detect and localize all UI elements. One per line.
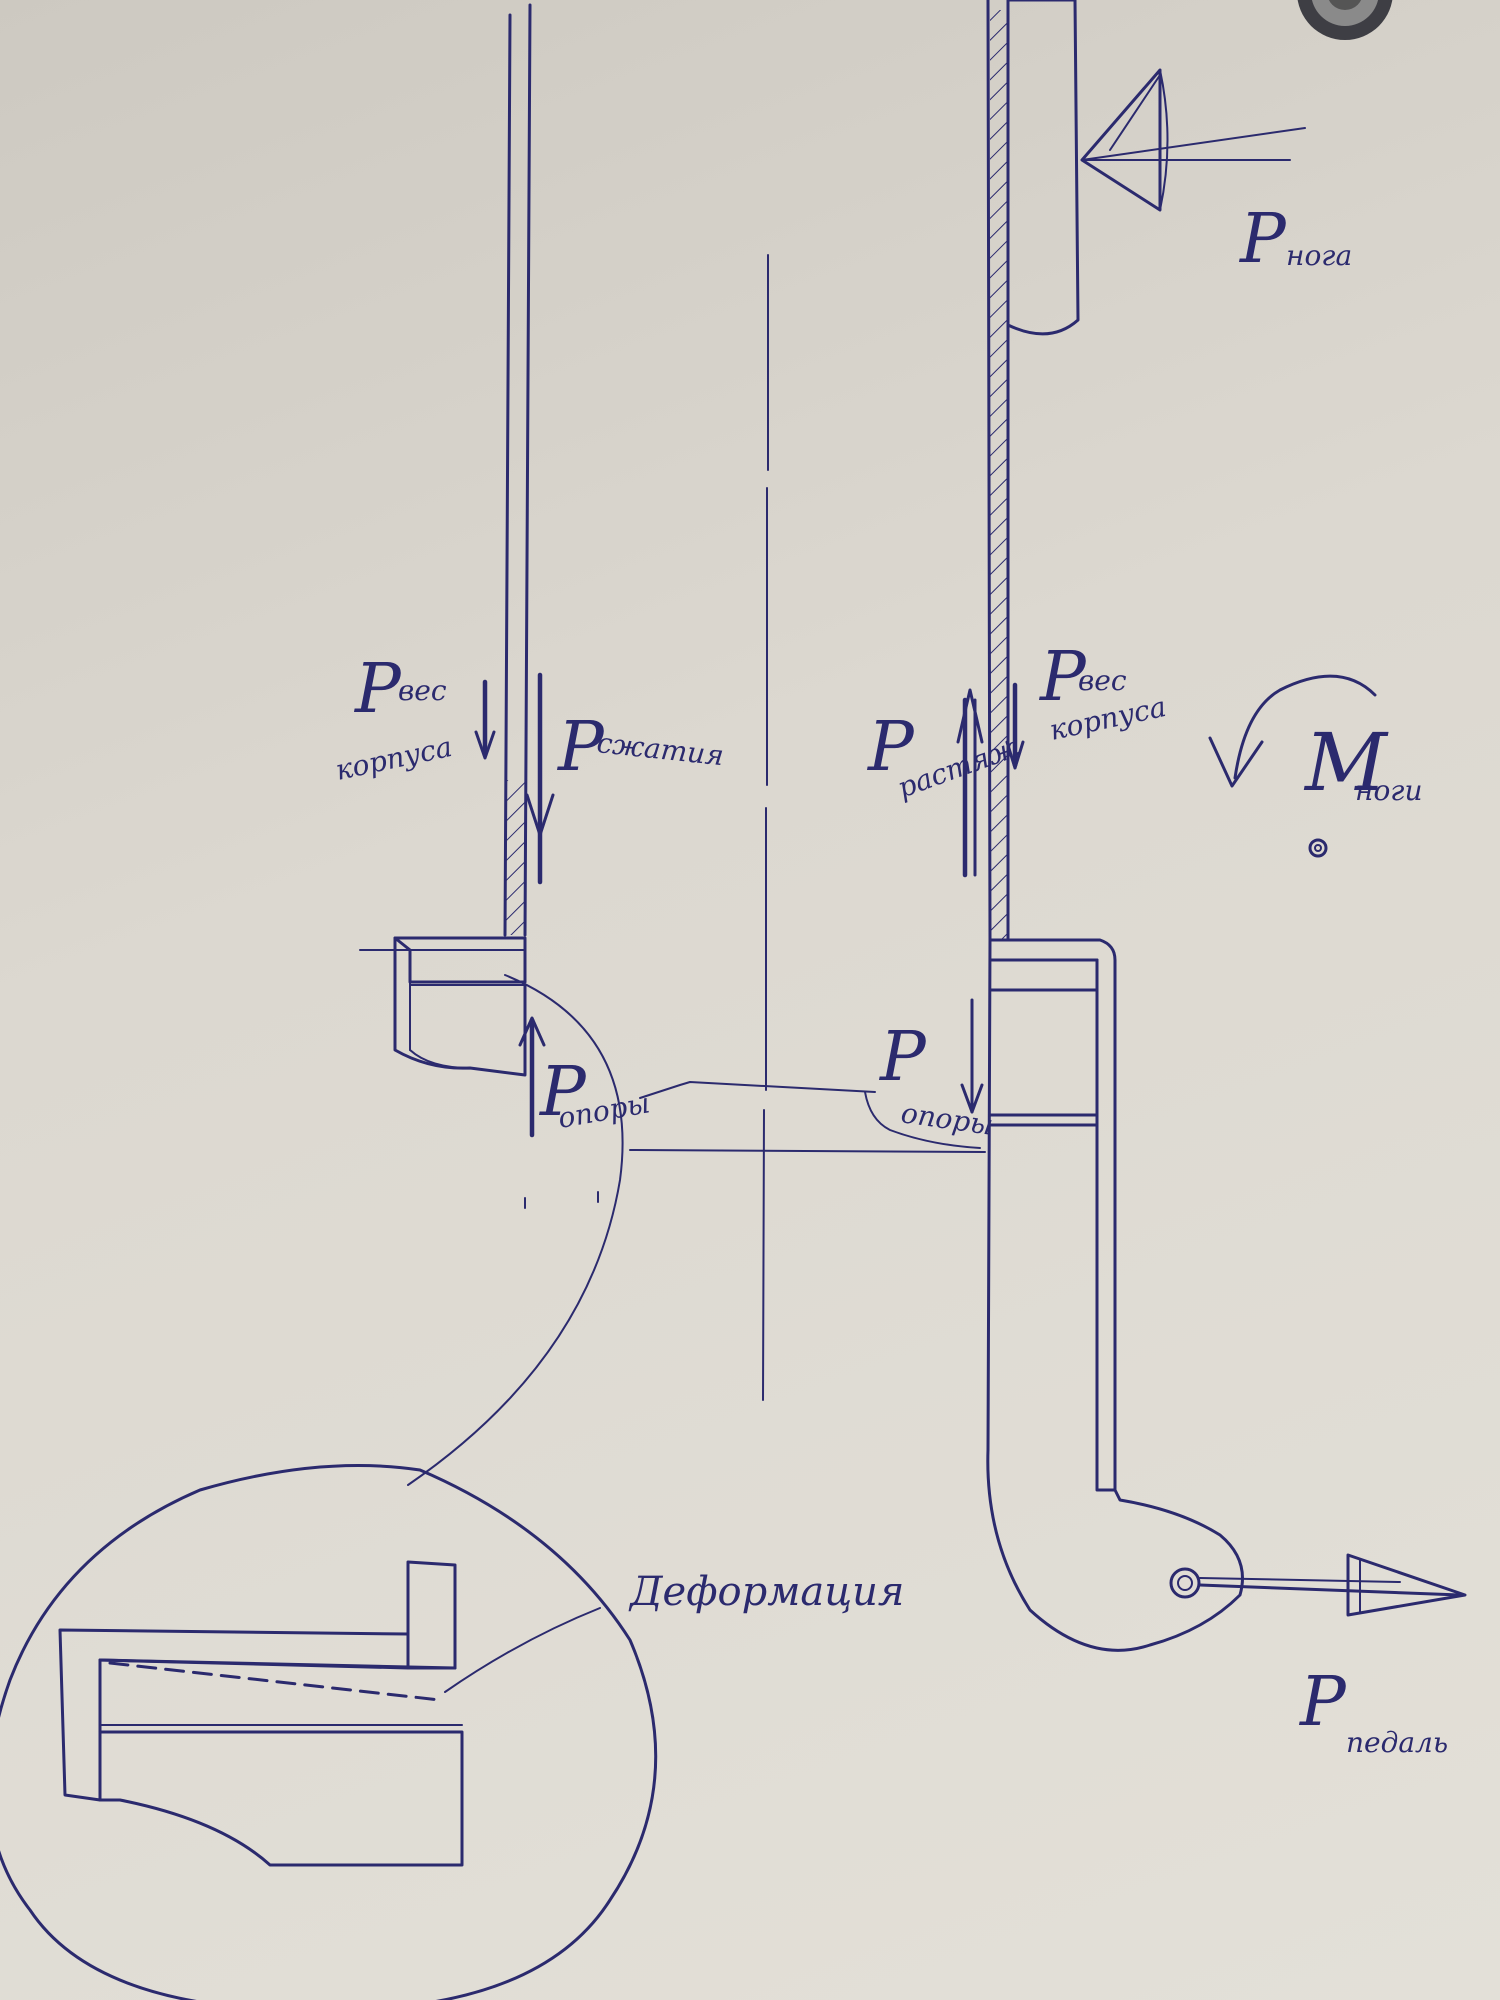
corner-logo-fragment: [1297, 0, 1393, 40]
center-axis-line: [762, 254, 769, 1401]
foot-force-cone: [1080, 68, 1306, 212]
label-p-ves-right-sub-top: вес: [1078, 664, 1127, 697]
label-p-noga-main: P: [1238, 200, 1287, 279]
label-p-pedal-sub: педаль: [1346, 1726, 1448, 1759]
left-tube-wall: [503, 3, 532, 937]
label-p-ves-right-main: P: [1038, 638, 1087, 717]
compression-force-arrow: [525, 672, 555, 885]
label-p-opory-left-main: P: [538, 1053, 587, 1132]
right-body-weight-arrow: [1005, 682, 1025, 770]
right-support-force-arrow: [960, 998, 984, 1114]
right-lever-arm: [986, 938, 1244, 1652]
label-p-ves-left-sub-bottom: корпуса: [333, 730, 455, 787]
label-p-ves-left-main: P: [353, 650, 402, 729]
label-p-ves-left-sub-top: вес: [398, 674, 447, 707]
tension-force-arrow: [956, 688, 984, 878]
label-m-nogi-main: M: [1303, 716, 1389, 809]
ground-line-sketch: [629, 1081, 986, 1153]
label-p-noga-sub: нога: [1286, 239, 1352, 272]
left-support-force-arrow: [518, 1016, 546, 1138]
label-m-nogi-sub: ноги: [1355, 774, 1422, 807]
left-flange: [359, 936, 527, 1077]
detail-enlargement: [0, 1464, 658, 2000]
pedal-force-arrow: [1198, 1553, 1467, 1617]
label-p-szhatiya-main: P: [556, 708, 605, 787]
label-p-opory-right-main: P: [878, 1018, 927, 1097]
moment-curved-arrow: [1208, 674, 1377, 858]
detail-callout-leader: [407, 974, 624, 1486]
tick-marks: [524, 1191, 599, 1209]
label-p-opory-right-sub: опоры: [899, 1096, 995, 1142]
pedal-pin: [1169, 1567, 1201, 1599]
right-tube-wall: [986, 0, 1010, 942]
label-p-rastyazh-main: P: [866, 708, 915, 787]
label-p-szhatiya-sub: сжатия: [595, 726, 725, 772]
label-deformation: Деформация: [628, 1569, 904, 1615]
foot-pad-block: [1006, 0, 1080, 336]
label-p-pedal-main: P: [1298, 1663, 1347, 1742]
left-body-weight-arrow: [474, 679, 496, 760]
